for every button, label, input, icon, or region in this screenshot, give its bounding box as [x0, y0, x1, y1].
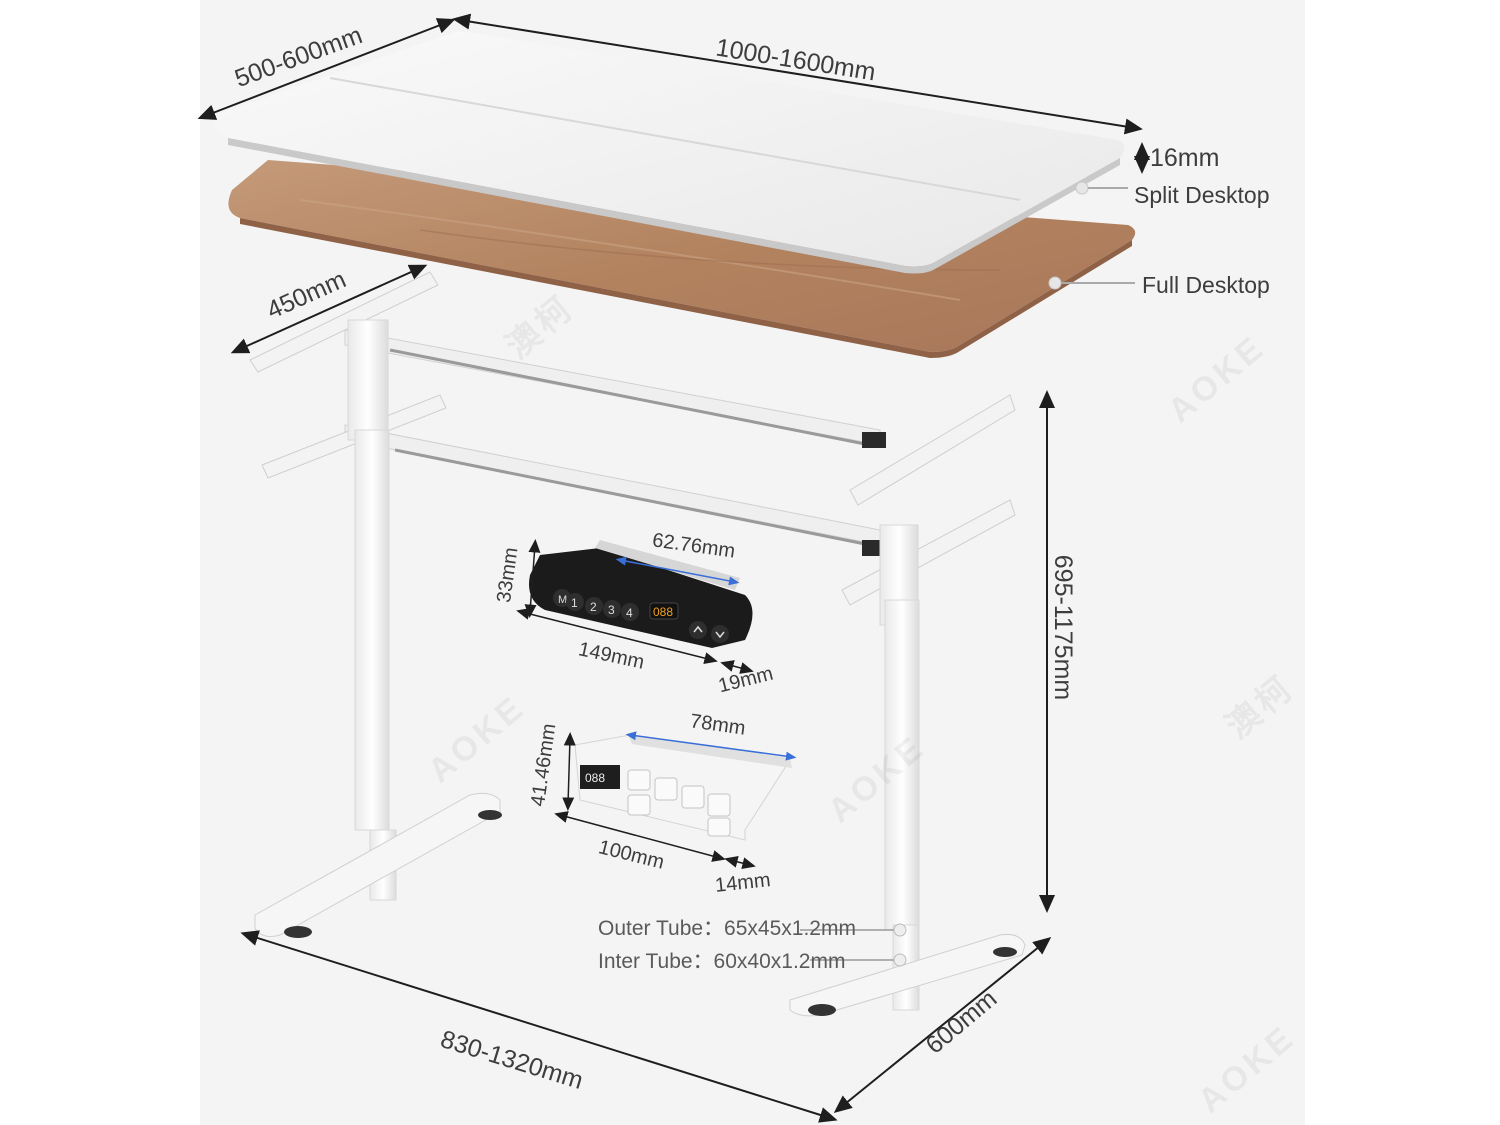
outer-tube-label: Outer Tube：65x45x1.2mm [598, 917, 856, 940]
left-leg [254, 319, 502, 938]
split-desktop-label: Split Desktop [1134, 182, 1270, 208]
square-controller-display: 088 [585, 771, 605, 785]
round-key-2: 2 [590, 600, 597, 614]
round-key-3: 3 [608, 603, 615, 617]
callout-leaders [800, 181, 1135, 967]
dimension-lines [197, 13, 1150, 1123]
desk-thickness-label: 16mm [1150, 144, 1220, 172]
round-key-4: 4 [626, 606, 633, 620]
square-controller: 088 [574, 734, 792, 841]
blue-dimension-lines [615, 556, 797, 761]
round-controller-display: 088 [653, 605, 673, 619]
height-range-label: 695-1175mm [1049, 554, 1078, 701]
inter-tube-label: Inter Tube：60x40x1.2mm [598, 950, 846, 973]
full-desktop-label: Full Desktop [1142, 272, 1270, 298]
round-key-1: 1 [571, 596, 578, 610]
round-key-m: M [558, 594, 567, 606]
